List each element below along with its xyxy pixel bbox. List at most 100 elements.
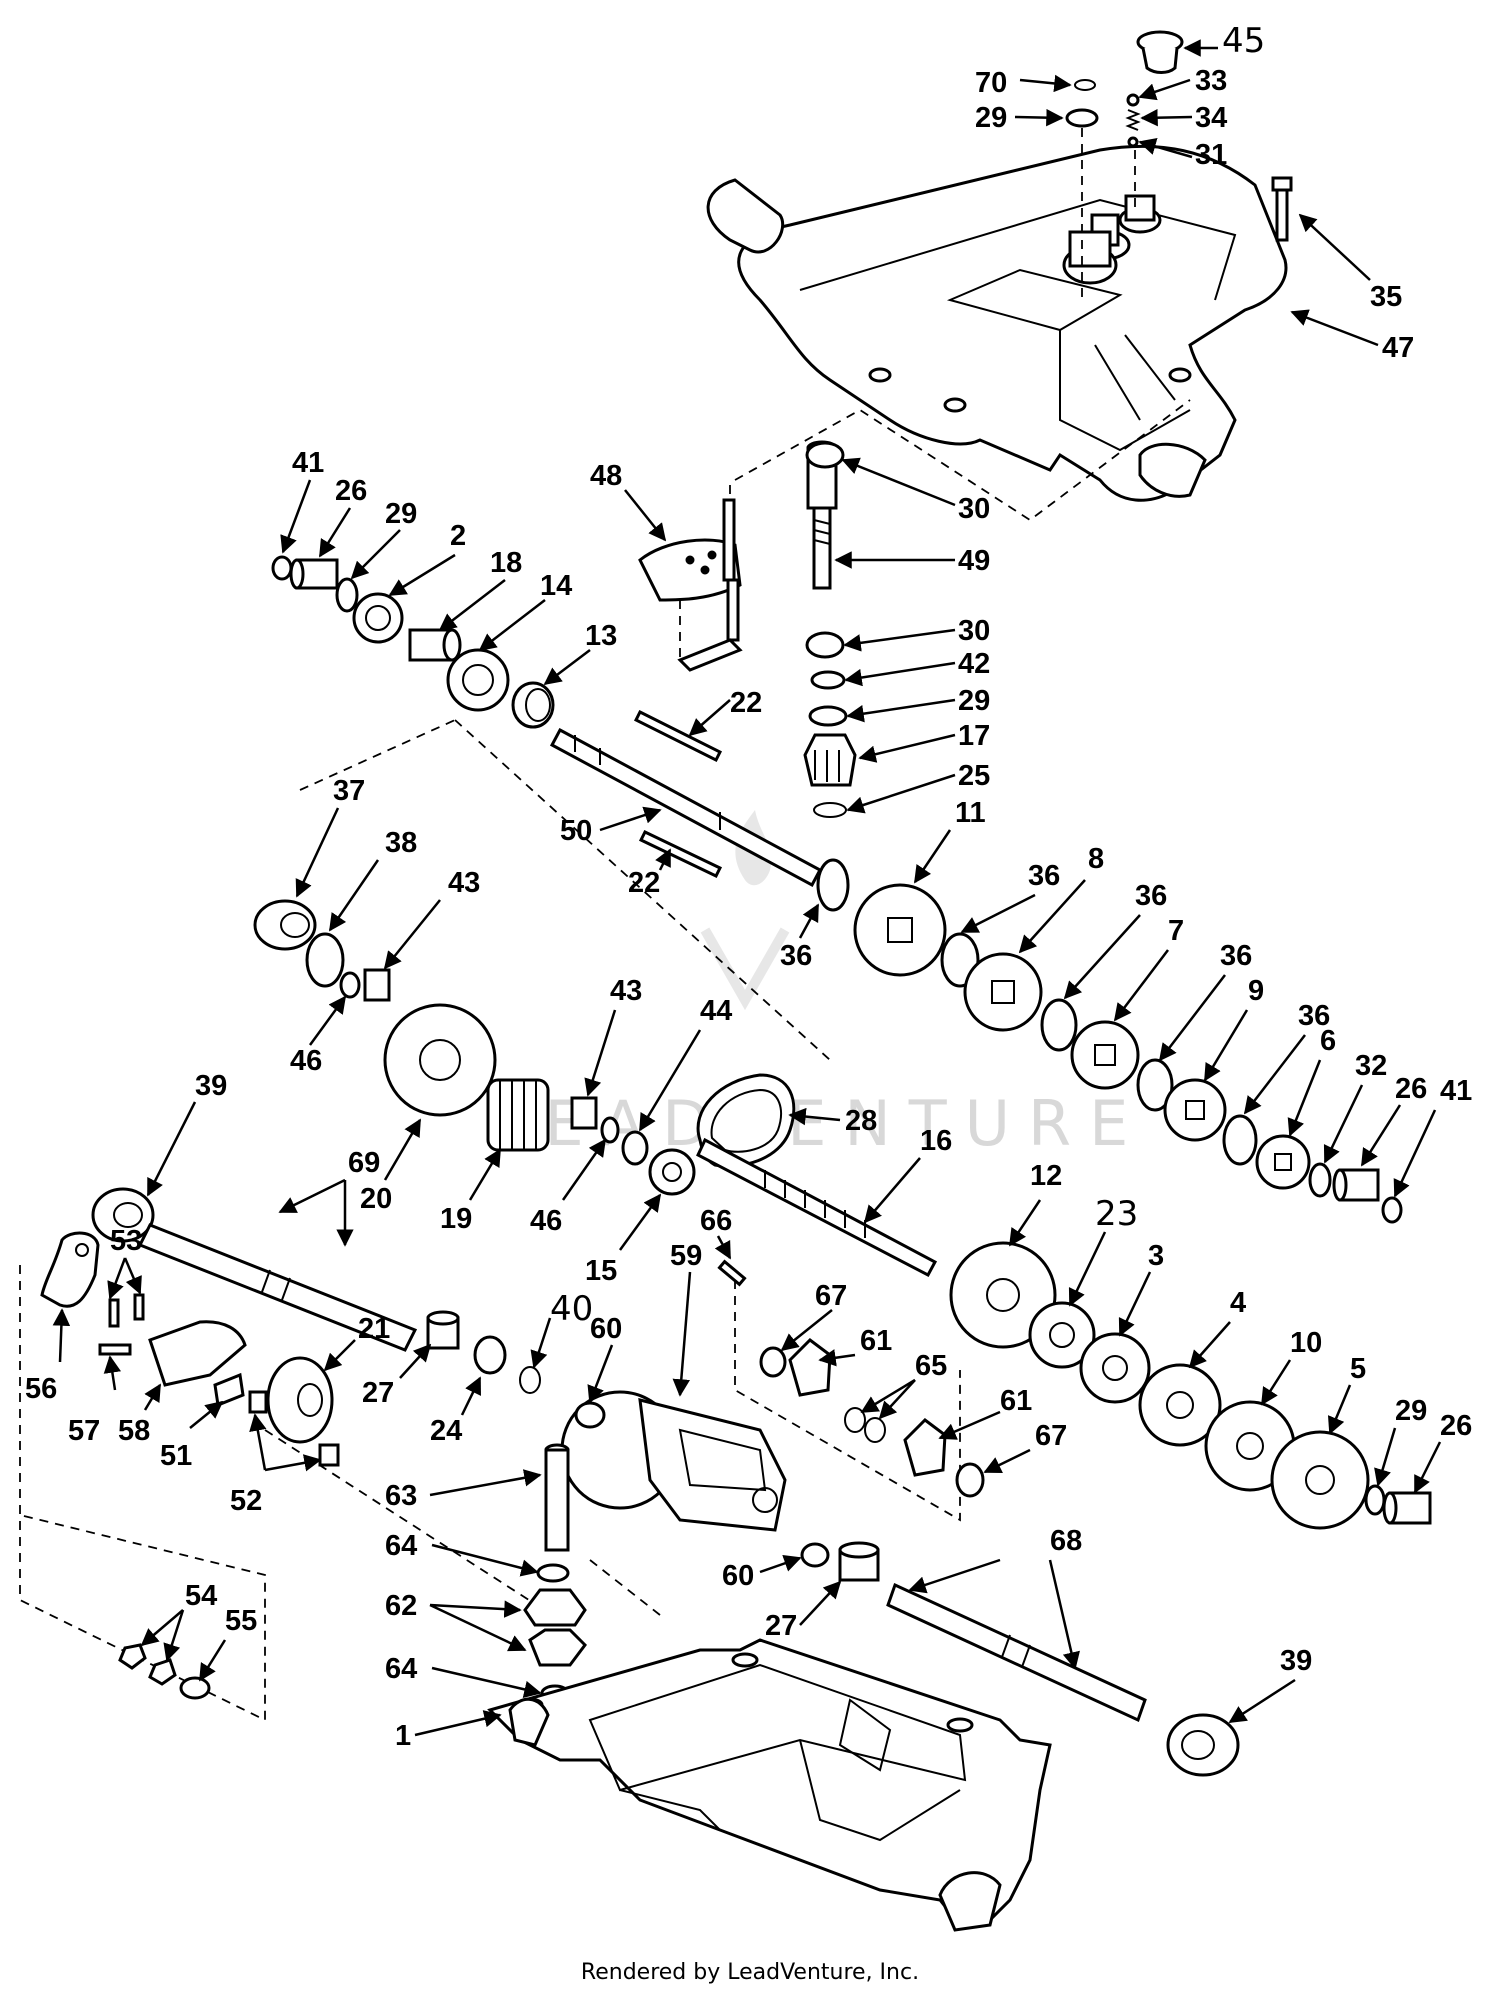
callout-61: 61	[1000, 1385, 1032, 1417]
pinion-61-lower	[903, 1418, 947, 1477]
brake-puck-52-upper	[248, 1390, 268, 1414]
spring-34	[1125, 109, 1141, 131]
ball-31	[1127, 136, 1139, 148]
key-22-lower	[638, 830, 723, 878]
gear-12	[949, 1241, 1057, 1349]
washer-29-left	[335, 577, 359, 613]
ball-33	[1126, 93, 1140, 107]
shaft-50	[549, 727, 823, 888]
callout-19: 19	[440, 1203, 472, 1235]
callout-11: 11	[955, 797, 986, 829]
alignment-line-left-top	[299, 719, 456, 791]
bushing-26-right	[1332, 1168, 1380, 1202]
washer-36-d	[1222, 1114, 1258, 1166]
alignment-line-middle	[454, 719, 831, 1061]
callout-29: 29	[958, 685, 990, 717]
pin-57	[98, 1343, 132, 1356]
callout-61: 61	[860, 1325, 892, 1357]
callout-39: 39	[195, 1070, 227, 1102]
callout-18: 18	[490, 547, 522, 579]
callout-62: 62	[385, 1590, 417, 1622]
callout-12: 12	[1030, 1160, 1062, 1192]
callout-6: 6	[1320, 1025, 1336, 1057]
washer-42	[810, 670, 846, 690]
callout-22: 22	[628, 867, 660, 899]
bushing-60-upper	[574, 1401, 606, 1429]
bushing-60-lower	[800, 1542, 830, 1568]
washer-44	[621, 1130, 649, 1166]
callout-37: 37	[333, 775, 365, 807]
gear-3	[1079, 1332, 1151, 1404]
callout-29: 29	[385, 498, 417, 530]
callout-22: 22	[730, 687, 762, 719]
callout-36: 36	[1135, 880, 1167, 912]
collar-13	[511, 681, 555, 729]
washer-36-c	[1136, 1058, 1174, 1112]
gear-20	[383, 1003, 497, 1117]
callout-29: 29	[1395, 1395, 1427, 1427]
callout-69: 69	[348, 1147, 380, 1179]
bevel-gears-62	[523, 1588, 587, 1667]
bevel-gear-17	[803, 733, 857, 787]
bearing-43-upper	[363, 968, 391, 1002]
callout-36: 36	[780, 940, 812, 972]
alignment-line-brake-bottom	[264, 1429, 561, 1621]
callout-35: 35	[1370, 281, 1402, 313]
callout-32: 32	[1355, 1050, 1387, 1082]
bushing-26-top	[289, 558, 339, 590]
callout-27: 27	[362, 1377, 394, 1409]
callout-41: 41	[1440, 1075, 1472, 1107]
snap-ring-65-a	[844, 1407, 866, 1433]
callout-58: 58	[118, 1415, 150, 1447]
gear-5	[1270, 1430, 1370, 1530]
callout-27: 27	[765, 1610, 797, 1642]
callout-3: 3	[1148, 1240, 1164, 1272]
callout-34: 34	[1195, 102, 1227, 134]
bearing-39-left	[91, 1187, 155, 1243]
washer-29-top	[1065, 108, 1099, 128]
callout-53: 53	[110, 1225, 142, 1257]
brake-pad-51	[213, 1372, 245, 1408]
callout-labels: 45 70 33 29 34 31 35 47 41 26 29 2 18 14…	[25, 21, 1472, 1752]
pin-66	[717, 1259, 747, 1287]
gear-19	[486, 1078, 550, 1152]
gear-2	[352, 592, 404, 644]
callout-44: 44	[700, 995, 732, 1027]
callout-2: 2	[450, 520, 466, 552]
callout-60: 60	[722, 1560, 754, 1592]
callout-43: 43	[610, 975, 642, 1007]
callout-41: 41	[292, 447, 324, 479]
axle-69	[137, 1223, 418, 1352]
callout-52: 52	[230, 1485, 262, 1517]
snap-ring-40	[519, 1366, 541, 1394]
shift-fork-48	[638, 498, 743, 672]
callout-43: 43	[448, 867, 480, 899]
bushing-18	[408, 628, 462, 662]
callout-26: 26	[335, 475, 367, 507]
alignment-box-differential	[734, 1280, 961, 1522]
callout-25: 25	[958, 760, 990, 792]
pins-53	[108, 1293, 145, 1328]
callout-7: 7	[1168, 915, 1184, 947]
gear-23	[1028, 1301, 1096, 1369]
callout-24: 24	[430, 1415, 462, 1447]
shaft-16	[696, 1137, 938, 1278]
upper-housing-cover	[706, 144, 1288, 502]
callout-45: 45	[1222, 21, 1265, 61]
callout-49: 49	[958, 545, 990, 577]
callout-29: 29	[975, 102, 1007, 134]
washer-36-first	[816, 858, 850, 912]
callout-10: 10	[1290, 1327, 1322, 1359]
washer-46-lower	[600, 1116, 620, 1144]
callout-38: 38	[385, 827, 417, 859]
callout-56: 56	[25, 1373, 57, 1405]
alignment-line-housing	[589, 1559, 661, 1616]
washer-67-upper	[759, 1346, 787, 1378]
bushing-27-left	[426, 1310, 460, 1350]
alignment-line-top-3	[734, 399, 1191, 522]
brake-jaw-58	[148, 1320, 247, 1387]
washer-36-b	[1040, 998, 1078, 1052]
bearing-37	[253, 899, 317, 951]
washer-64-upper	[536, 1563, 570, 1583]
lower-housing-case	[487, 1638, 1052, 1932]
